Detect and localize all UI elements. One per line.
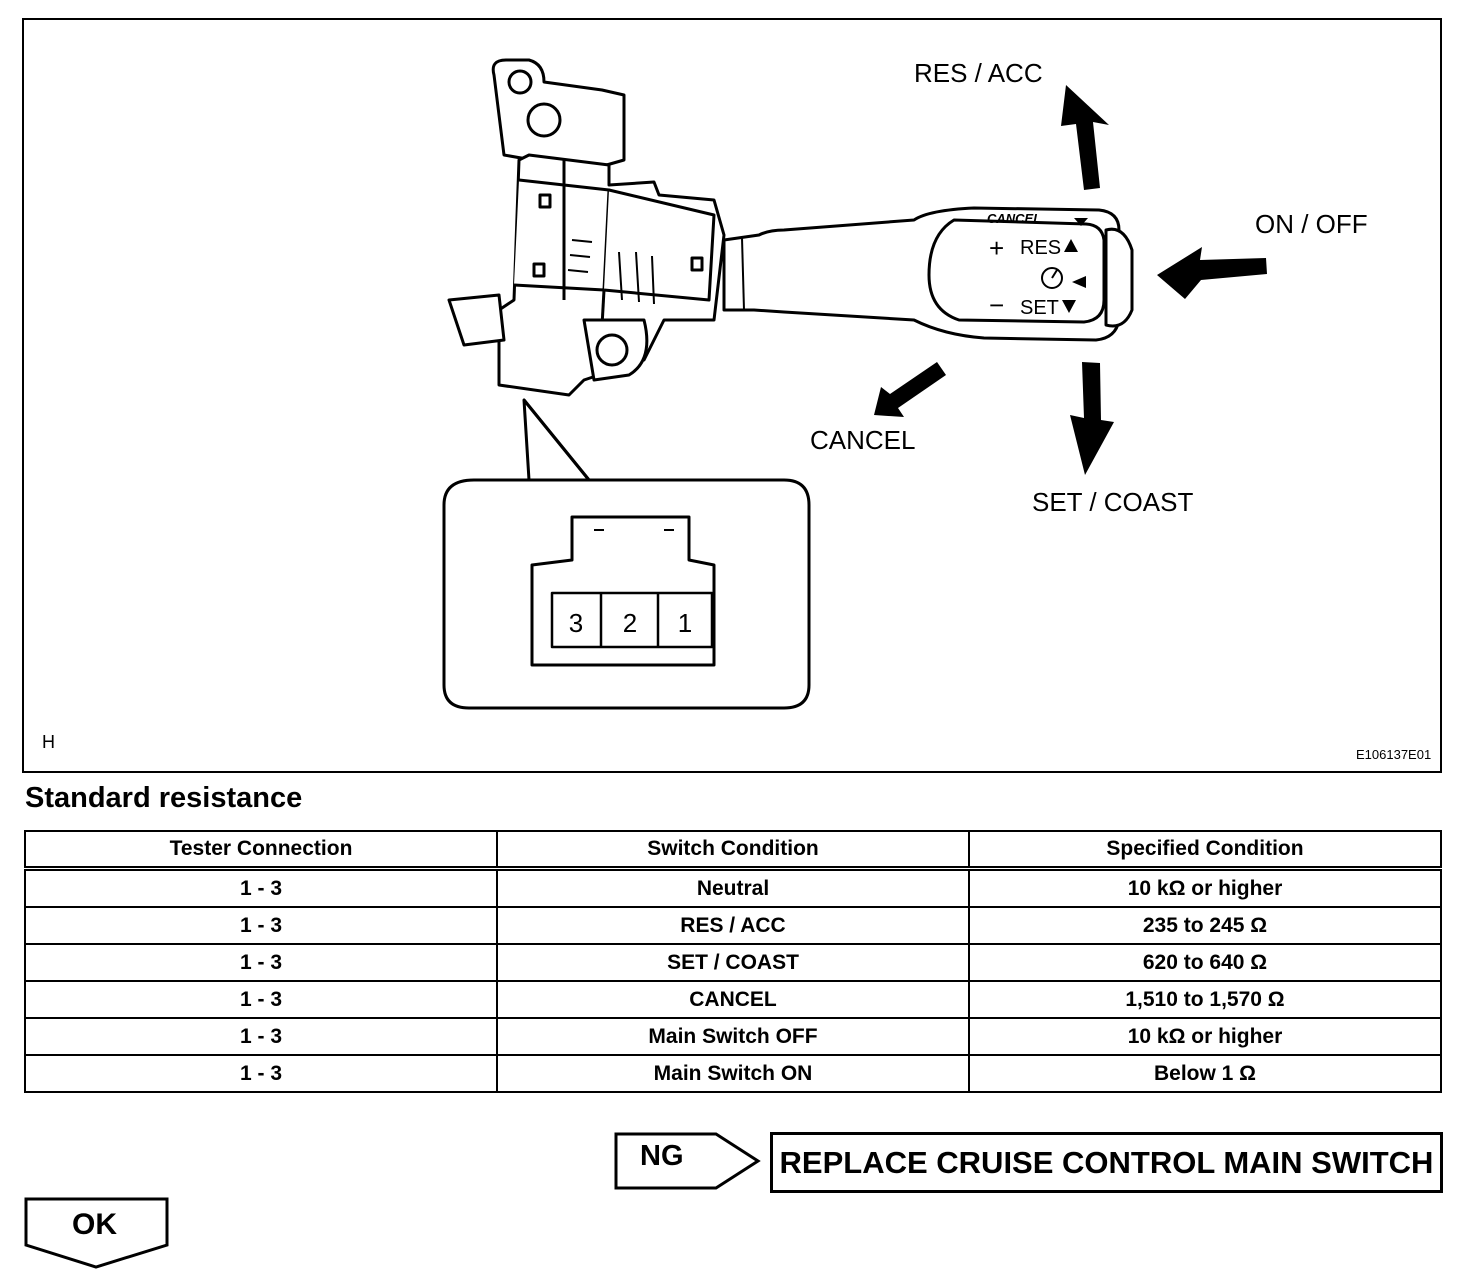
arrow-res-acc-icon xyxy=(1061,85,1109,190)
ng-arrow-tag[interactable] xyxy=(614,1132,762,1190)
arrow-on-off-icon xyxy=(1157,247,1267,299)
header-switch-condition: Switch Condition xyxy=(496,830,970,871)
section-title: Standard resistance xyxy=(25,782,303,814)
arrow-set-coast-icon xyxy=(1070,362,1114,475)
cell-switch-condition: Main Switch OFF xyxy=(496,1017,970,1056)
lever-end-cap xyxy=(1104,227,1134,328)
cell-tester-connection: 1 - 3 xyxy=(24,1054,498,1093)
figure-corner-letter: H xyxy=(42,732,55,752)
header-specified-condition: Specified Condition xyxy=(968,830,1442,871)
table-row: 1 - 3 Main Switch ON Below 1 Ω xyxy=(24,1054,1442,1093)
connector-pin-3: 3 xyxy=(569,608,583,638)
cell-tester-connection: 1 - 3 xyxy=(24,867,498,908)
table-row: 1 - 3 CANCEL 1,510 to 1,570 Ω xyxy=(24,980,1442,1019)
table-row: 1 - 3 SET / COAST 620 to 640 Ω xyxy=(24,943,1442,982)
cell-specified-condition: 1,510 to 1,570 Ω xyxy=(968,980,1442,1019)
ng-action-box: REPLACE CRUISE CONTROL MAIN SWITCH xyxy=(770,1132,1443,1193)
table-row: 1 - 3 Main Switch OFF 10 kΩ or higher xyxy=(24,1017,1442,1056)
callout-res-acc: RES / ACC xyxy=(914,58,1043,88)
cell-tester-connection: 1 - 3 xyxy=(24,1017,498,1056)
cell-specified-condition: 10 kΩ or higher xyxy=(968,1017,1442,1056)
callout-cancel: CANCEL xyxy=(810,425,916,455)
figure-id: E106137E01 xyxy=(1356,747,1432,762)
table-row: 1 - 3 RES / ACC 235 to 245 Ω xyxy=(24,906,1442,945)
ng-label: NG xyxy=(640,1140,684,1172)
resistance-table: Tester Connection Switch Condition Speci… xyxy=(24,830,1442,1093)
lever-head xyxy=(927,218,1106,324)
callout-on-off: ON / OFF xyxy=(1255,209,1368,239)
cell-specified-condition: Below 1 Ω xyxy=(968,1054,1442,1093)
cell-specified-condition: 620 to 640 Ω xyxy=(968,943,1442,982)
lever-set-text: SET xyxy=(1020,297,1059,319)
connector-pin-2: 2 xyxy=(623,608,637,638)
lever-plus-text: + xyxy=(989,233,1004,263)
cell-switch-condition: SET / COAST xyxy=(496,943,970,982)
ok-label: OK xyxy=(72,1208,117,1241)
table-header-row: Tester Connection Switch Condition Speci… xyxy=(24,830,1442,871)
cell-tester-connection: 1 - 3 xyxy=(24,906,498,945)
lever-minus-text: − xyxy=(989,290,1004,320)
cruise-control-switch-drawing: CANCEL + RES − SET 3 2 1 xyxy=(442,58,1267,710)
callout-set-coast: SET / COAST xyxy=(1032,487,1194,517)
header-tester-connection: Tester Connection xyxy=(24,830,498,871)
cell-switch-condition: Main Switch ON xyxy=(496,1054,970,1093)
ok-arrow-tag[interactable] xyxy=(24,1197,170,1269)
cell-specified-condition: 10 kΩ or higher xyxy=(968,867,1442,908)
cell-tester-connection: 1 - 3 xyxy=(24,943,498,982)
cell-tester-connection: 1 - 3 xyxy=(24,980,498,1019)
cell-specified-condition: 235 to 245 Ω xyxy=(968,906,1442,945)
lever-res-text: RES xyxy=(1020,237,1061,259)
switch-illustration: CANCEL + RES − SET 3 2 1 RES / ACC ON / … xyxy=(22,18,1442,773)
arrow-cancel-icon xyxy=(874,362,946,417)
cell-switch-condition: CANCEL xyxy=(496,980,970,1019)
table-row: 1 - 3 Neutral 10 kΩ or higher xyxy=(24,867,1442,908)
cell-switch-condition: RES / ACC xyxy=(496,906,970,945)
lever-cancel-text: CANCEL xyxy=(987,211,1041,226)
connector-pin-1: 1 xyxy=(678,608,692,638)
cell-switch-condition: Neutral xyxy=(496,867,970,908)
left-tab xyxy=(447,293,506,347)
